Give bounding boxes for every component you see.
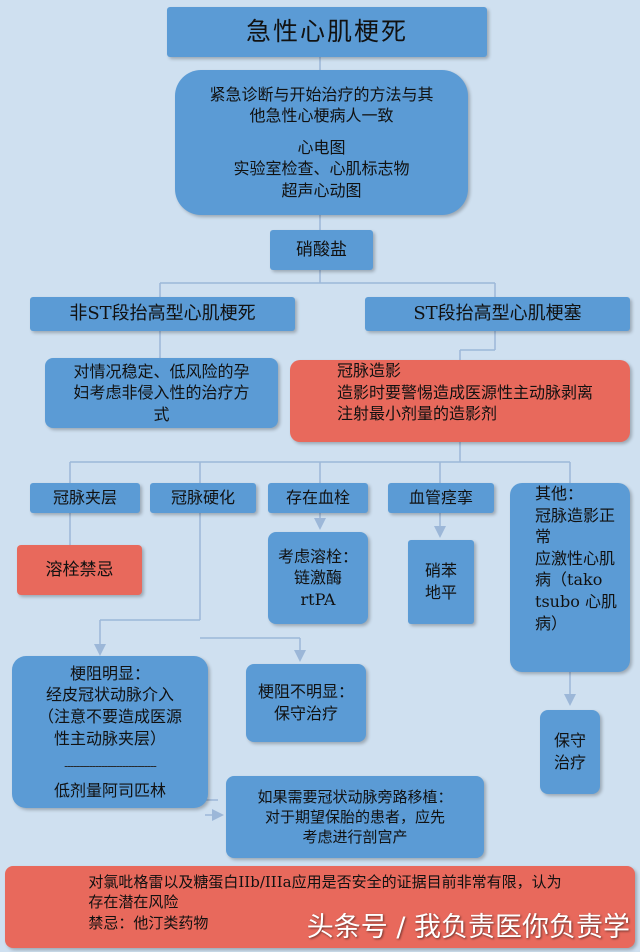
angiography-line: 冠脉造影	[336, 361, 401, 380]
cabg-box: 如果需要冠状动脉旁路移植： 对于期望保胎的患者，应先 考虑进行剖宫产	[226, 776, 484, 858]
intro-box: 紧急诊断与开始治疗的方法与其 他急性心梗病人一致 心电图 实验室检查、心肌标志物…	[175, 70, 468, 215]
angiography-line: 造影时要警惕造成医源性主动脉剥离	[336, 382, 593, 402]
thrombolysis-line: rtPA	[300, 589, 336, 609]
mild-obstruction-line: 梗阻不明显：	[257, 682, 354, 702]
warning-line: 禁忌：他汀类药物	[88, 913, 209, 932]
obvious-obstruction-line: 性主动脉夹层）	[53, 728, 166, 748]
obvious-obstruction-line: （注意不要造成医源	[37, 707, 182, 726]
nitrate-box: 硝酸盐	[270, 230, 373, 270]
cause-thrombus-label: 存在血栓	[285, 488, 350, 508]
nifedipine-line: 地平	[424, 583, 457, 602]
cause-other-line: 病）	[535, 613, 568, 633]
thrombolysis-contraindicated-label: 溶栓禁忌	[45, 559, 114, 580]
cause-atherosclerosis-label: 冠脉硬化	[170, 488, 235, 508]
thrombolysis-line: 考虑溶栓：	[277, 546, 358, 566]
divider: ------------------------------	[64, 759, 157, 774]
cause-other-line: 其他：	[535, 484, 584, 503]
stemi-header: ST段抬高型心肌梗塞	[365, 297, 630, 331]
cause-dissection: 冠脉夹层	[30, 483, 140, 513]
cause-atherosclerosis: 冠脉硬化	[150, 483, 256, 513]
cause-spasm-label: 血管痉挛	[408, 488, 473, 508]
thrombolysis-contraindicated-box: 溶栓禁忌	[17, 545, 142, 595]
cause-other-line: 常	[535, 527, 552, 547]
title-box: 急性心肌梗死	[167, 7, 487, 57]
page-title: 急性心肌梗死	[245, 17, 408, 47]
nstemi-note-line: 式	[153, 404, 170, 424]
conservative-line: 保守	[553, 731, 586, 751]
cause-other-line: 应激性心肌	[535, 548, 616, 568]
nstemi-note-line: 对情况稳定、低风险的孕	[73, 361, 250, 381]
cause-other-line: 冠脉造影正	[535, 505, 616, 525]
warning-box: 对氯吡格雷以及糖蛋白IIb/IIIa应用是否安全的证据目前非常有限，认为 存在潜…	[5, 866, 635, 948]
nifedipine-box: 硝苯 地平	[408, 540, 474, 624]
nstemi-header: 非ST段抬高型心肌梗死	[30, 297, 295, 331]
intro-line: 超声心动图	[281, 180, 362, 200]
nstemi-label: 非ST段抬高型心肌梗死	[69, 302, 256, 324]
stemi-label: ST段抬高型心肌梗塞	[413, 302, 582, 324]
angiography-box: 冠脉造影 造影时要警惕造成医源性主动脉剥离 注射最小剂量的造影剂	[290, 360, 630, 442]
nstemi-note-box: 对情况稳定、低风险的孕 妇考虑非侵入性的治疗方 式	[45, 358, 278, 428]
watermark: 头条号 / 我负责医你负责学	[306, 912, 630, 943]
conservative-line: 治疗	[553, 753, 586, 772]
cause-other-line: 病（tako	[535, 570, 603, 590]
conservative-box: 保守 治疗	[540, 710, 600, 794]
obvious-obstruction-line: 经皮冠状动脉介入	[45, 685, 174, 705]
cause-other-line: tsubo 心肌	[535, 591, 617, 611]
warning-line: 对氯吡格雷以及糖蛋白IIb/IIIa应用是否安全的证据目前非常有限，认为	[88, 873, 562, 891]
cause-dissection-label: 冠脉夹层	[52, 488, 117, 508]
nifedipine-line: 硝苯	[424, 561, 457, 581]
cabg-line: 如果需要冠状动脉旁路移植：	[257, 787, 453, 806]
cabg-line: 对于期望保胎的患者，应先	[264, 807, 445, 826]
intro-line: 实验室检查、心肌标志物	[233, 159, 410, 179]
aspirin-label: 低剂量阿司匹林	[53, 780, 166, 800]
mild-obstruction-line: 保守治疗	[273, 704, 338, 723]
thrombolysis-box: 考虑溶栓： 链激酶 rtPA	[268, 532, 368, 624]
obvious-obstruction-box: 梗阻明显： 经皮冠状动脉介入 （注意不要造成医源 性主动脉夹层） -------…	[12, 656, 208, 808]
cause-spasm: 血管痉挛	[388, 483, 494, 513]
intro-line: 紧急诊断与开始治疗的方法与其	[209, 84, 434, 104]
intro-line: 他急性心梗病人一致	[249, 106, 394, 126]
obvious-obstruction-line: 梗阻明显：	[69, 663, 150, 683]
cause-thrombus: 存在血栓	[268, 483, 368, 513]
thrombolysis-line: 链激酶	[293, 568, 342, 588]
mild-obstruction-box: 梗阻不明显： 保守治疗	[246, 664, 366, 742]
cabg-line: 考虑进行剖宫产	[302, 828, 408, 847]
warning-line: 存在潜在风险	[88, 893, 179, 912]
intro-line: 心电图	[297, 137, 346, 157]
cause-other-box: 其他： 冠脉造影正 常 应激性心肌 病（tako tsubo 心肌 病）	[510, 483, 630, 672]
angiography-line: 注射最小剂量的造影剂	[336, 404, 497, 424]
nstemi-note-line: 妇考虑非侵入性的治疗方	[73, 383, 250, 403]
nitrate-label: 硝酸盐	[296, 239, 347, 260]
